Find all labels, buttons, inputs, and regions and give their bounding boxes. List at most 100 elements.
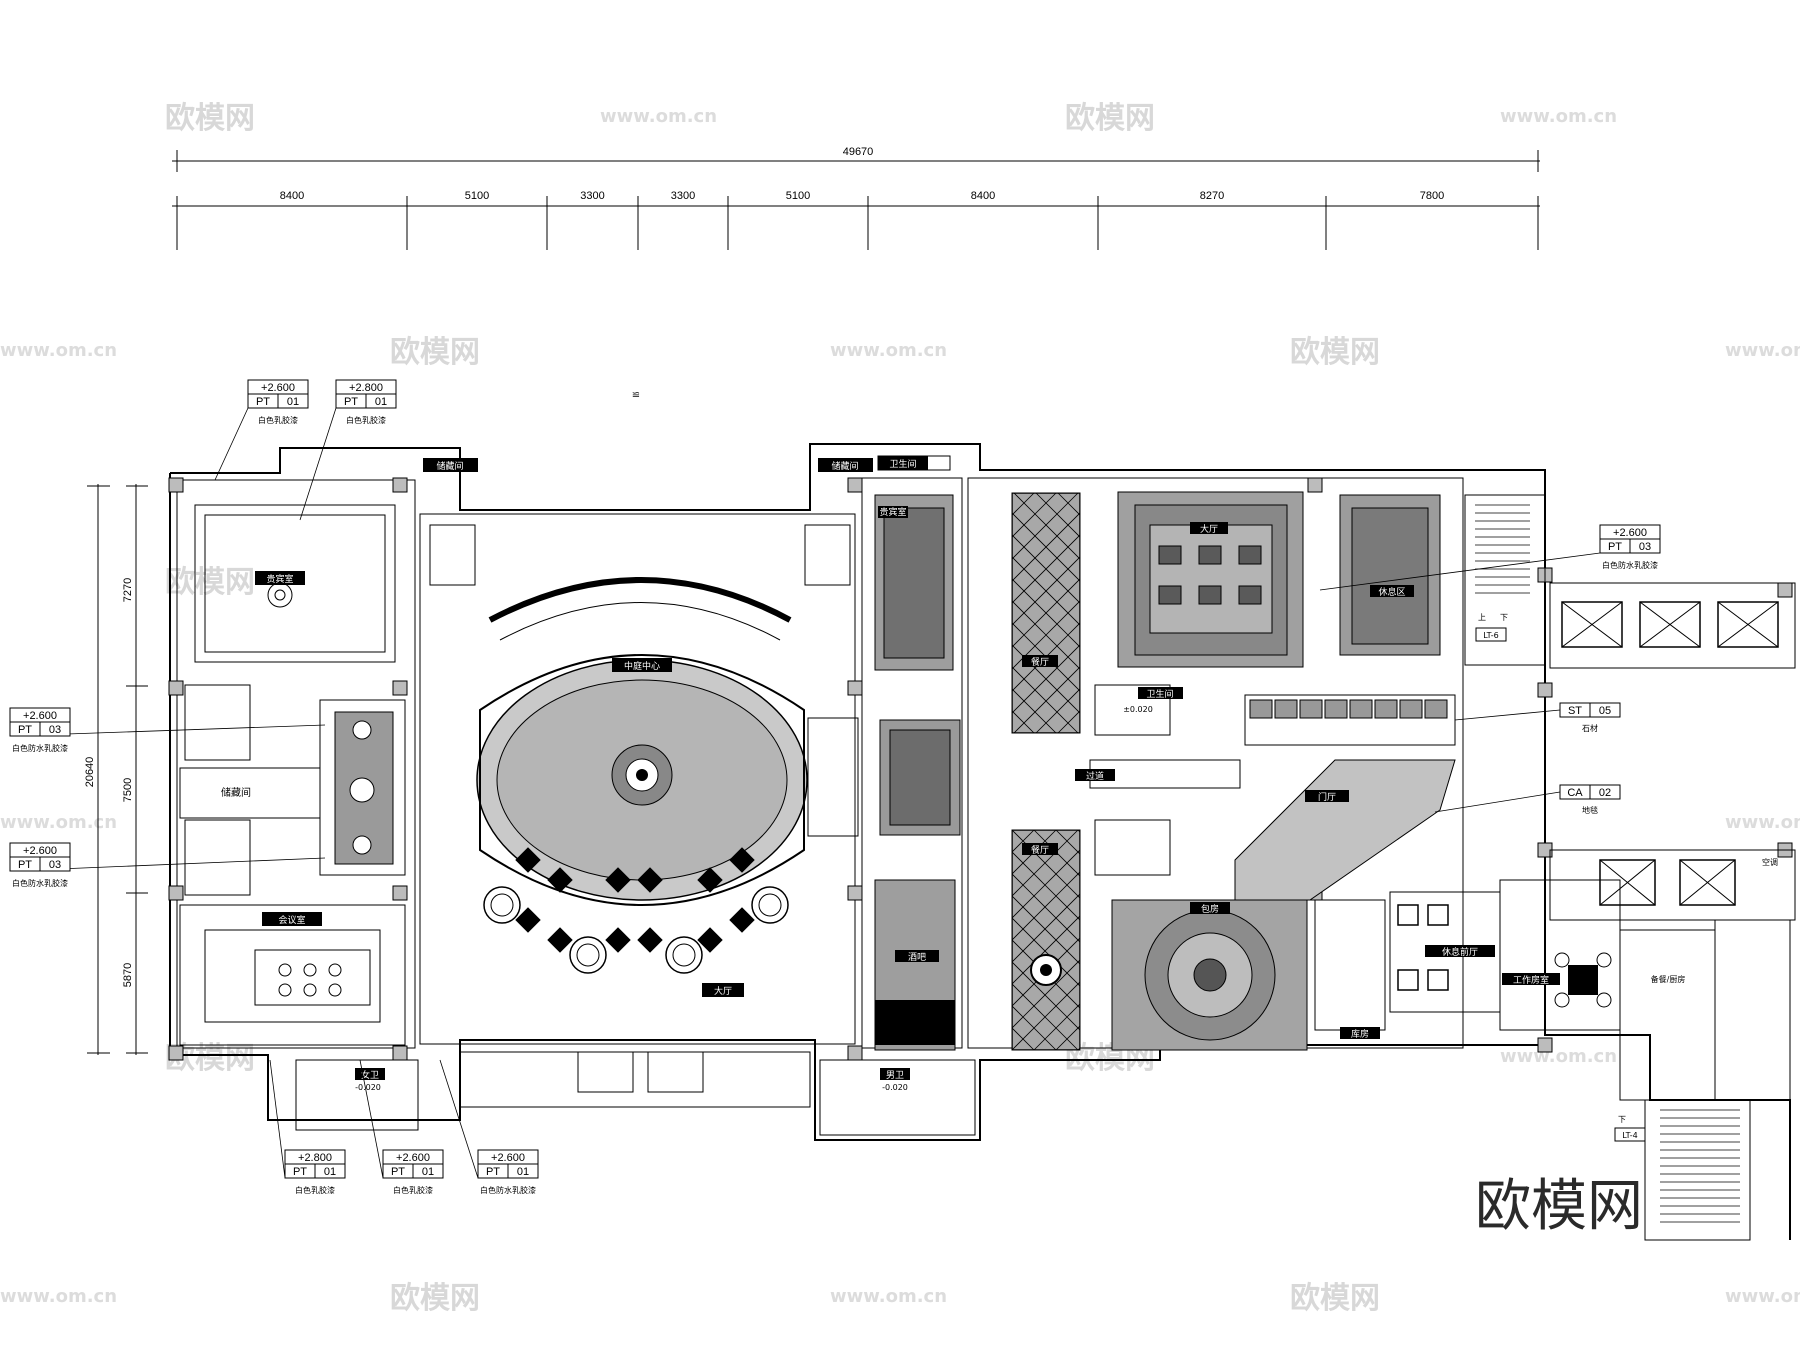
- watermark-url: www.om.cn: [1500, 106, 1617, 127]
- lift-label-lt6: LT-6: [1483, 631, 1498, 640]
- watermark-url: www.om.cn: [1725, 1286, 1800, 1307]
- table: [605, 927, 631, 953]
- room-label-store: 库房: [1351, 1028, 1369, 1040]
- tag-code: PT: [1608, 541, 1622, 553]
- tag-level: +2.600: [1613, 527, 1647, 539]
- tag-number: 01: [375, 396, 387, 408]
- tag-number: 03: [49, 859, 61, 871]
- column: [392, 1045, 408, 1061]
- table: [729, 907, 755, 933]
- room-label-hall: 大厅: [1200, 523, 1218, 535]
- left-wing: 贵宾室 储藏间 会议室 女卫 -0.020: [179, 504, 419, 1131]
- central-hall: 中庭中心 ≌ 大厅 储藏间 储藏间 男卫 -0.020: [423, 390, 976, 1136]
- counter-cell: [1249, 699, 1273, 719]
- tag-note: 白色防水乳胶漆: [480, 1185, 536, 1195]
- chair: [278, 983, 292, 997]
- round-table: [751, 886, 789, 924]
- counter-cell: [1349, 699, 1373, 719]
- watermark-url: www.om.cn: [0, 1286, 117, 1307]
- table: [637, 867, 663, 893]
- lift-label-down-2: 下: [1618, 1115, 1626, 1124]
- dimension-top-segment: 3300: [580, 190, 604, 202]
- column: [847, 885, 863, 901]
- tag-number: 02: [1599, 787, 1611, 799]
- room-label-toilet: 卫生间: [1146, 688, 1173, 700]
- room-label-storage: 储藏间: [221, 786, 251, 799]
- room-label-storage: 储藏间: [436, 460, 463, 472]
- dimension-top-segment: 5100: [786, 190, 810, 202]
- watermark-url: www.om.cn: [830, 340, 947, 361]
- room-label-kitchen: 备餐/厨房: [1651, 974, 1686, 984]
- watermark-logo: 欧模网: [165, 101, 255, 136]
- table: [515, 847, 541, 873]
- watermark-logo: 欧模网: [390, 335, 480, 370]
- round-table: [665, 936, 703, 974]
- tag-code: PT: [293, 1166, 307, 1178]
- column: [168, 680, 184, 696]
- tag-code: ST: [1568, 705, 1582, 717]
- counter-cell: [1299, 699, 1323, 719]
- column: [392, 477, 408, 493]
- right-block: 大厅 休息区 门厅 包房 库房 休息前厅: [1111, 491, 1501, 1051]
- room-label-storage: 储藏间: [831, 460, 858, 472]
- watermark-logo: 欧模网: [1290, 1281, 1380, 1316]
- counter-cell: [1324, 699, 1348, 719]
- table: [1238, 545, 1262, 565]
- room-label-rest-hall: 休息前厅: [1442, 946, 1478, 958]
- lift-label-down: 下: [1500, 613, 1508, 622]
- tag-note: 白色乳胶漆: [346, 415, 386, 425]
- tag-number: 03: [49, 724, 61, 736]
- elevation-mark: -0.020: [882, 1083, 908, 1092]
- column: [847, 1045, 863, 1061]
- room-label-office: 工作房室: [1513, 974, 1549, 986]
- room-label-meeting: 会议室: [278, 914, 305, 926]
- room-label-restroom-male: 男卫: [886, 1070, 904, 1081]
- counter-cell: [1424, 699, 1448, 719]
- dimension-top-segment: 7800: [1420, 190, 1444, 202]
- table: [1198, 585, 1222, 605]
- chair: [278, 963, 292, 977]
- structural-columns: [168, 477, 1793, 1061]
- tag-note: 石材: [1582, 723, 1598, 733]
- elevation-mark: ±0.020: [1123, 705, 1153, 714]
- column: [1307, 477, 1323, 493]
- watermark-url: www.om.cn: [0, 340, 117, 361]
- room-label-restaurant: 餐厅: [1031, 656, 1049, 668]
- dimension-top-segment: 8400: [280, 190, 304, 202]
- lift-shaft: [1679, 859, 1736, 906]
- center-label: 中庭中心: [624, 660, 660, 672]
- left-dimension-chain: 20640 7270 7500 5870: [84, 484, 148, 1055]
- dimension-top-segment: 8400: [971, 190, 995, 202]
- table: [1238, 585, 1262, 605]
- tag-note: 白色乳胶漆: [258, 415, 298, 425]
- room-label-dining: 包房: [1201, 903, 1219, 915]
- dimension-top-segment: 5100: [465, 190, 489, 202]
- chair: [328, 963, 342, 977]
- dimension-left-segment: 7500: [122, 778, 134, 802]
- tag-code: PT: [256, 396, 270, 408]
- counter-cell: [1274, 699, 1298, 719]
- round-table: [483, 886, 521, 924]
- tag-code: PT: [344, 396, 358, 408]
- side-mark: 空调: [1762, 857, 1778, 867]
- column: [847, 680, 863, 696]
- column: [1537, 682, 1553, 698]
- lift-shaft: [1639, 601, 1701, 648]
- table: [515, 907, 541, 933]
- service-wing: 上 下 LT-6 工作房室 备餐/厨房 下 LT-4 空调: [1464, 494, 1796, 1241]
- room-label-corridor: 过道: [1086, 770, 1104, 782]
- tag-level: +2.600: [491, 1152, 525, 1164]
- elevation-mark: -0.020: [355, 1083, 381, 1092]
- tag-level: +2.600: [261, 382, 295, 394]
- watermark-url: www.om.cn: [1500, 1046, 1617, 1067]
- table: [697, 867, 723, 893]
- chair: [303, 963, 317, 977]
